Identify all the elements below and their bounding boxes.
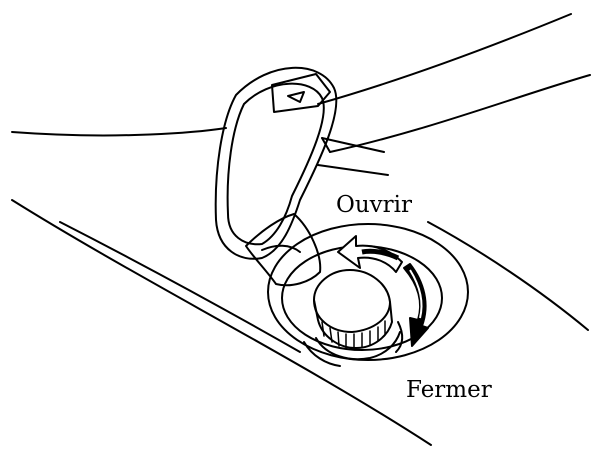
filler-neck-detail-2 xyxy=(395,321,404,353)
body-panel-crease-right xyxy=(329,74,591,153)
fuel-door-hinge-shadow xyxy=(261,244,301,253)
body-panel-edge-lower xyxy=(11,199,432,446)
fuel-door-latch xyxy=(271,73,331,113)
open-label: Ouvrir xyxy=(336,192,413,218)
body-panel-edge-right xyxy=(427,221,589,331)
close-label: Fermer xyxy=(406,377,492,403)
filler-pocket-outer xyxy=(267,223,469,361)
fuel-cap-knurl xyxy=(321,320,386,349)
body-panel-edge-upper xyxy=(11,127,227,137)
filler-neck-detail xyxy=(303,341,341,367)
fuel-door-recess-top xyxy=(321,137,385,153)
fuel-door-rim xyxy=(226,82,325,246)
fuel-cap-base xyxy=(315,331,401,361)
fuel-door-outer xyxy=(214,66,338,260)
body-panel-edge-upper-right xyxy=(317,13,572,105)
fuel-door-recess-bottom xyxy=(317,164,389,176)
fuel-door-latch-slot xyxy=(287,91,305,103)
fuel-cap-side xyxy=(313,299,393,349)
body-panel-edge-lower-inner xyxy=(59,221,301,353)
rotate-counterclockwise-arrow-icon xyxy=(337,235,403,273)
rotate-clockwise-arrow-icon xyxy=(403,263,429,347)
fuel-cap-top xyxy=(313,269,391,333)
fuel-door-hinge-arm xyxy=(245,213,322,287)
